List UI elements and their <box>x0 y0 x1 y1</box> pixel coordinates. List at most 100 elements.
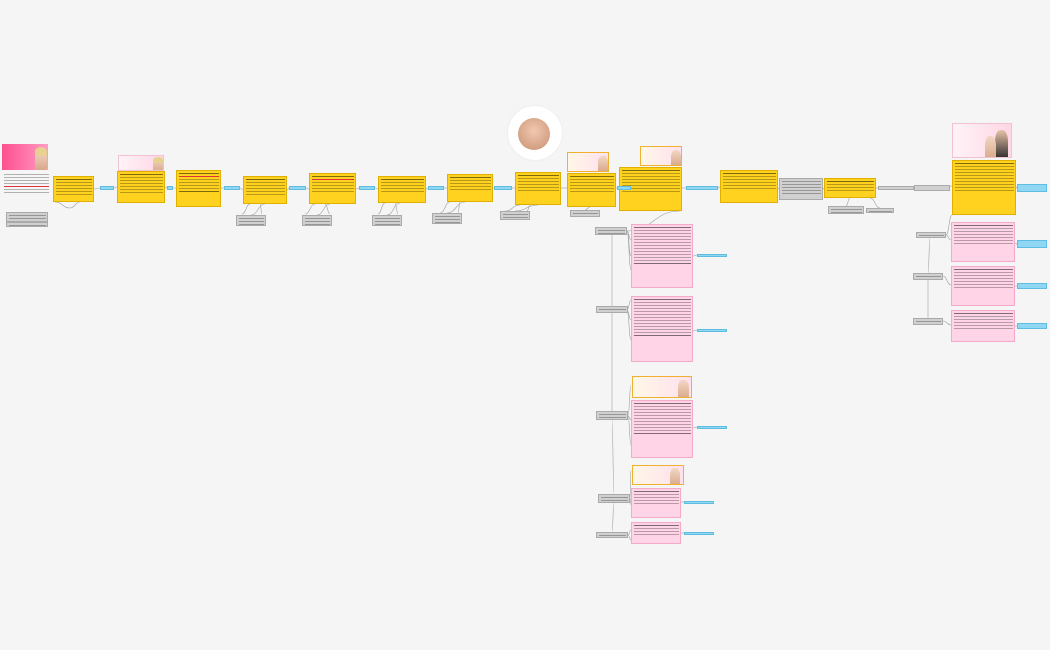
blue-tag-1[interactable] <box>100 186 114 190</box>
main-chain-connector <box>286 187 290 191</box>
gray-sub-2[interactable] <box>302 215 332 226</box>
pink-node-4[interactable] <box>631 488 681 518</box>
right-branch-connector <box>942 275 952 286</box>
branch-connector <box>629 497 632 506</box>
yellow-node-5[interactable] <box>309 173 356 204</box>
branch-connector <box>627 415 632 446</box>
blue-tag-4[interactable] <box>289 186 306 190</box>
blue-tag-7[interactable] <box>494 186 512 190</box>
blue-tag-p4[interactable] <box>684 501 714 504</box>
blue-tag-p1[interactable] <box>697 254 727 257</box>
pink-right-3[interactable] <box>951 310 1015 342</box>
gray-right-2[interactable] <box>913 273 943 280</box>
gray-branch-1[interactable] <box>595 227 627 235</box>
tag-connector <box>692 426 698 429</box>
gray-tag-10[interactable] <box>878 186 914 190</box>
sub-connector <box>869 197 881 209</box>
pink-node-2[interactable] <box>631 296 693 362</box>
sub-connector <box>514 204 539 212</box>
blue-right-4[interactable] <box>1017 323 1047 329</box>
yellow-node-11[interactable] <box>720 170 778 203</box>
gray-sub-6[interactable] <box>570 210 600 217</box>
yellow-node-3[interactable] <box>176 170 221 207</box>
main-chain-connector <box>822 187 825 190</box>
intro-text[interactable] <box>2 172 50 208</box>
gray-sub-8[interactable] <box>866 208 894 213</box>
hair-shape <box>153 157 163 163</box>
gray-branch-5[interactable] <box>596 532 628 538</box>
pink-node-1[interactable] <box>631 224 693 288</box>
blue-tag-8[interactable] <box>617 186 631 190</box>
gray-branch-3[interactable] <box>596 411 628 420</box>
branch-connector <box>627 534 632 541</box>
main-chain-connector <box>355 187 360 190</box>
fan-connector <box>394 202 399 215</box>
blue-tag-9[interactable] <box>686 186 718 190</box>
pink-right-1[interactable] <box>951 222 1015 262</box>
right-branch-connector <box>945 234 952 241</box>
pink-node-3[interactable] <box>631 400 693 458</box>
yellow-node-7[interactable] <box>447 174 493 202</box>
woman-photo <box>985 136 996 157</box>
blue-right-3[interactable] <box>1017 283 1047 289</box>
gray-node-12[interactable] <box>779 178 823 200</box>
yellow-node-1[interactable] <box>53 176 94 202</box>
gray-tag-11[interactable] <box>914 185 950 191</box>
yellow-node-4[interactable] <box>243 176 287 204</box>
main-chain-connector <box>164 186 168 189</box>
fan-connector <box>241 203 251 215</box>
sub-connector <box>584 206 591 211</box>
yellow-node-9[interactable] <box>567 173 616 207</box>
tag-connector <box>692 254 698 257</box>
blue-right-1[interactable] <box>1017 184 1047 192</box>
gray-node-left[interactable] <box>6 212 48 222</box>
branch-connector <box>629 469 632 499</box>
avatar-circle <box>508 106 562 160</box>
main-chain-connector <box>777 187 780 190</box>
gray-sub-4[interactable] <box>432 213 462 224</box>
hero-image-6 <box>632 376 692 398</box>
woman-photo <box>598 156 608 171</box>
yellow-node-2[interactable] <box>117 171 165 203</box>
sub-connector <box>446 201 466 214</box>
yellow-node-14[interactable] <box>952 160 1016 215</box>
blue-tag-5[interactable] <box>359 186 375 190</box>
blue-right-2[interactable] <box>1017 240 1047 248</box>
woman-photo <box>153 158 163 170</box>
gray-sub-3[interactable] <box>372 215 402 226</box>
trunk-connector <box>611 502 615 533</box>
yellow-node-13[interactable] <box>824 178 876 198</box>
blue-tag-3[interactable] <box>224 186 240 190</box>
gray-branch-2[interactable] <box>596 306 628 313</box>
gray-branch-4[interactable] <box>598 494 630 503</box>
gray-node-left-2[interactable] <box>6 222 48 227</box>
gray-right-1[interactable] <box>916 232 946 238</box>
fan-connector <box>259 203 263 215</box>
right-branch-connector <box>945 214 953 236</box>
gray-sub-1[interactable] <box>236 215 266 226</box>
blue-tag-p3[interactable] <box>697 426 727 429</box>
woman-photo <box>678 380 689 397</box>
sub-connector <box>250 203 266 216</box>
fan-connector <box>377 202 386 215</box>
gray-right-3[interactable] <box>913 318 943 325</box>
sub-connector <box>386 202 401 216</box>
blue-tag-6[interactable] <box>428 186 444 190</box>
yellow-node-6[interactable] <box>378 176 426 203</box>
right-tag-connector <box>1014 242 1018 245</box>
pink-node-5[interactable] <box>631 522 681 544</box>
gray-sub-7[interactable] <box>828 206 864 214</box>
trunk-connector <box>611 419 615 495</box>
main-chain-connector <box>305 187 310 190</box>
pink-right-2[interactable] <box>951 266 1015 306</box>
right-trunk-connector <box>927 237 931 274</box>
main-chain-connector <box>425 187 429 190</box>
blue-tag-p2[interactable] <box>697 329 727 332</box>
blue-tag-p5[interactable] <box>684 532 714 535</box>
fan-connector <box>54 201 71 209</box>
main-chain-connector <box>113 186 118 189</box>
gray-sub-5[interactable] <box>500 211 530 220</box>
yellow-node-8[interactable] <box>515 172 561 205</box>
blue-tag-2[interactable] <box>167 186 173 190</box>
